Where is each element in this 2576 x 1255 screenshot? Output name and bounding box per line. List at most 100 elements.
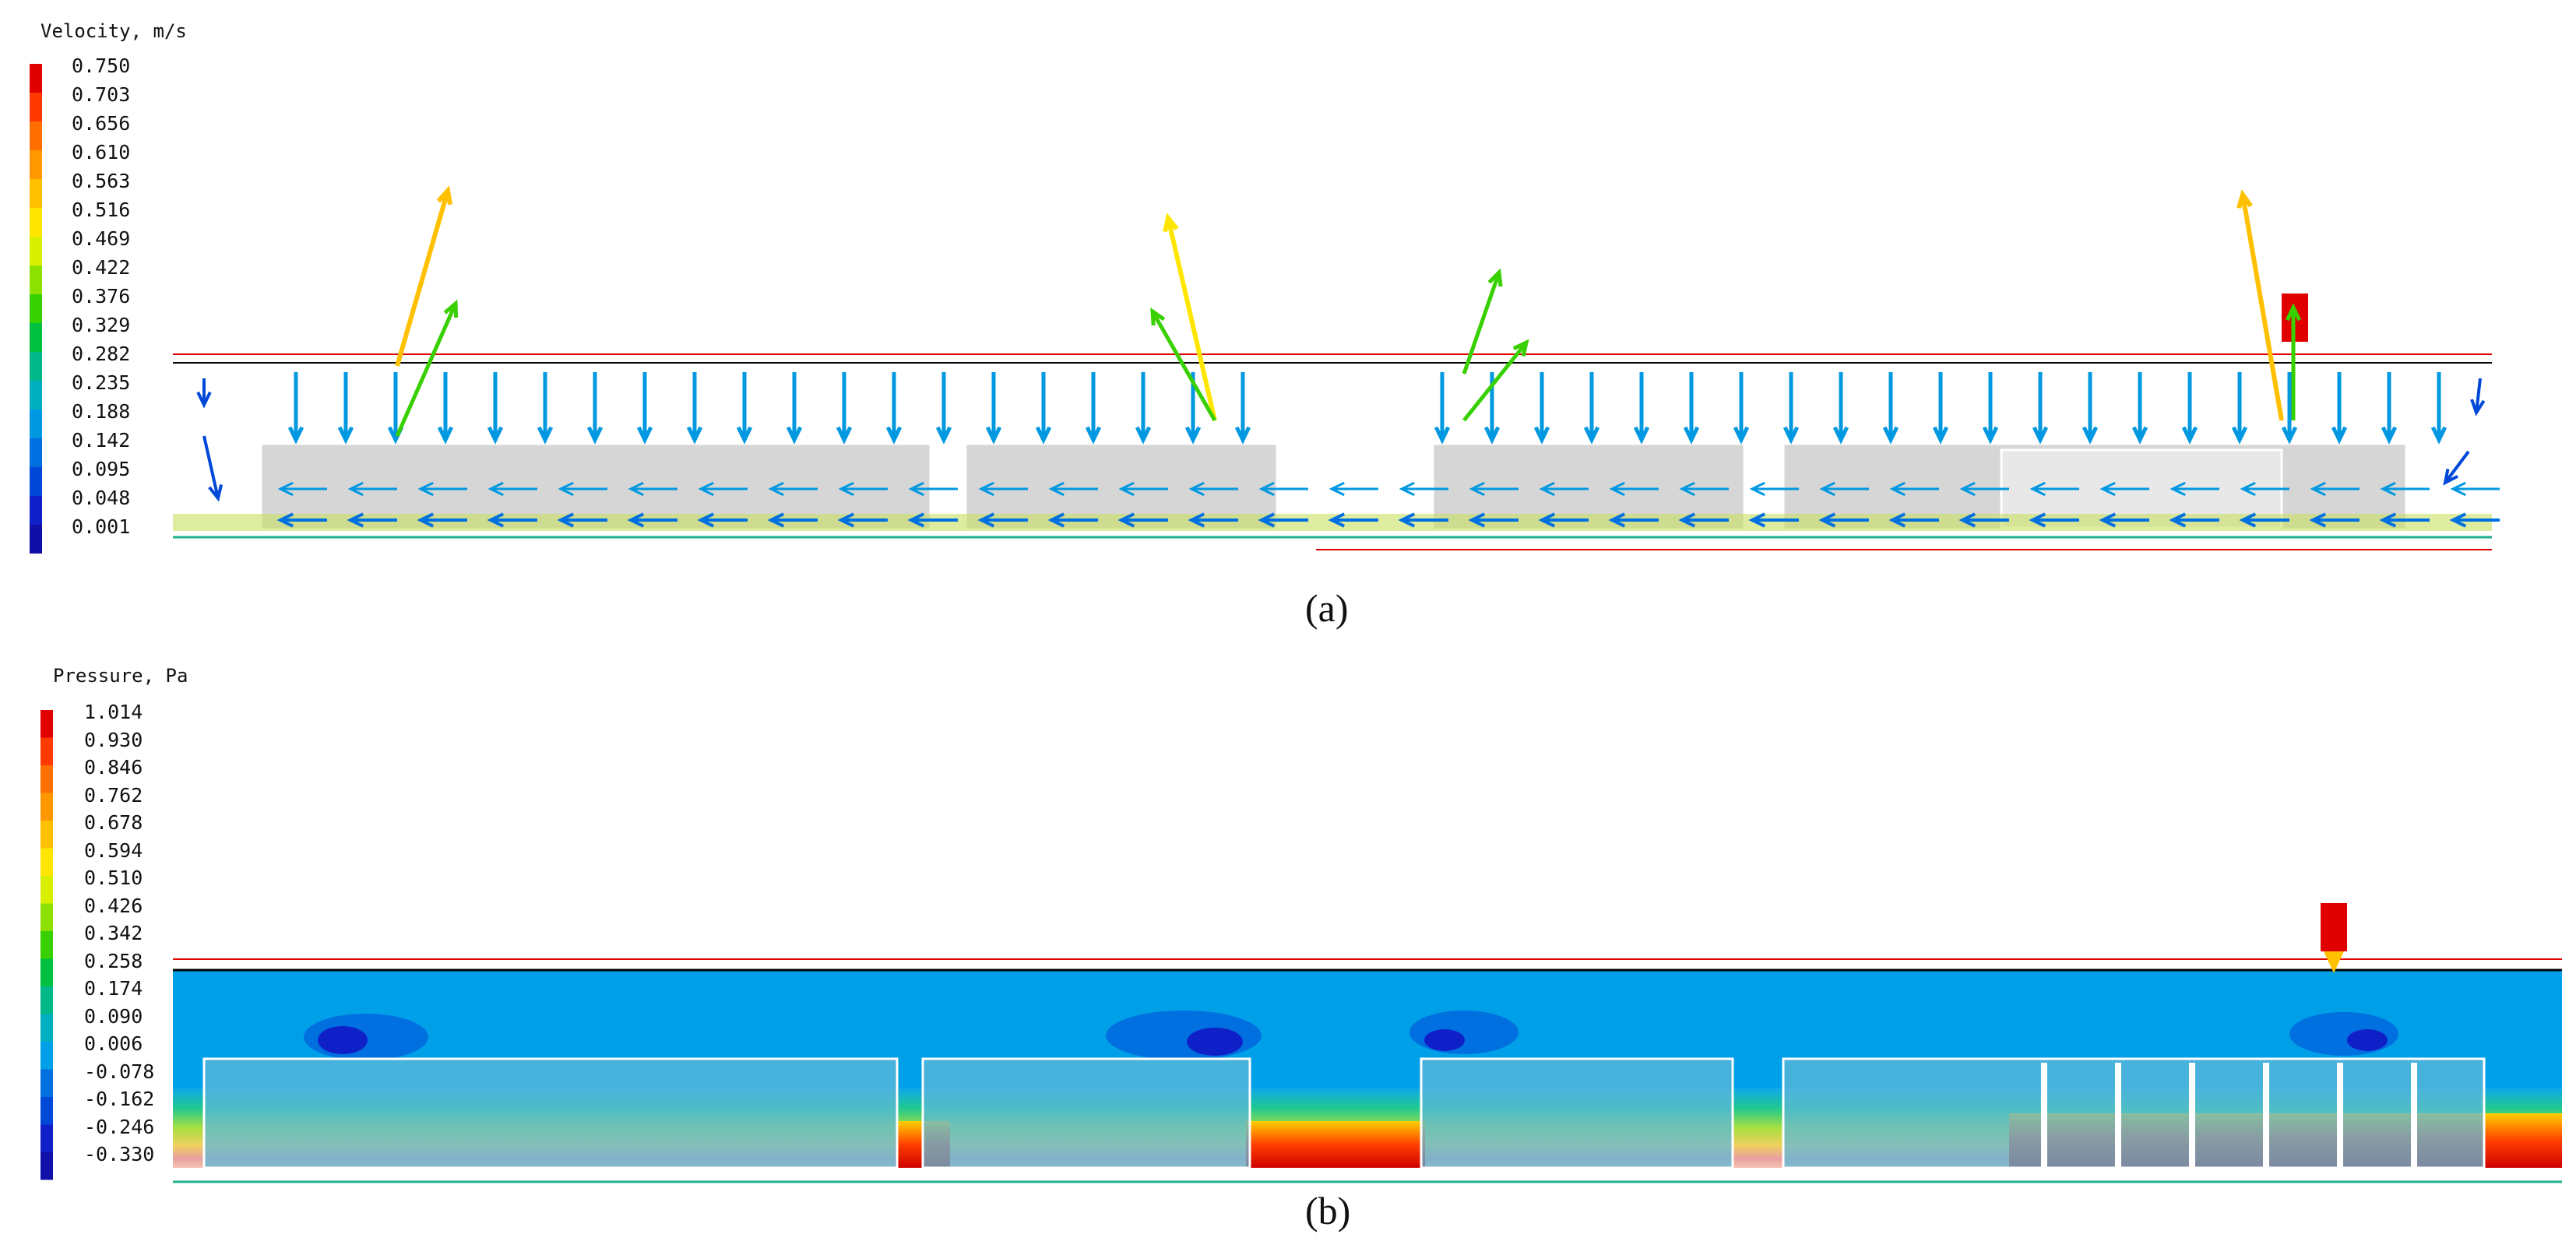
colorbar-swatch: [30, 381, 42, 410]
velocity-arrowhead: [2240, 481, 2256, 497]
velocity-arrowhead: [1117, 512, 1135, 528]
velocity-arrowhead: [2443, 468, 2458, 486]
legend-tick-label: 0.610: [72, 141, 131, 163]
velocity-arrowhead: [443, 299, 459, 318]
legend-tick-label: 0.142: [72, 429, 131, 452]
hot-zone-2: [1246, 1121, 1425, 1168]
pressure-panel: Pressure, Pa: [0, 646, 2576, 1255]
legend-tick-label: 0.090: [84, 1004, 143, 1028]
velocity-arrowhead: [908, 481, 924, 497]
velocity-arrowhead: [2029, 512, 2046, 528]
velocity-arrowhead: [1888, 512, 1906, 528]
colorbar-swatch: [30, 150, 42, 179]
velocity-arrowhead: [417, 481, 434, 497]
velocity-arrowhead: [697, 512, 715, 528]
velocity-arrowhead: [1608, 512, 1626, 528]
velocity-arrowhead: [487, 481, 504, 497]
velocity-arrowhead: [837, 512, 855, 528]
colorbar-swatch: [40, 1014, 53, 1042]
colorbar-swatch: [30, 410, 42, 438]
velocity-arrow: [2444, 450, 2470, 484]
velocity-vectors: [196, 185, 2500, 528]
velocity-arrowhead: [1434, 426, 1451, 445]
velocity-arrowhead: [2379, 512, 2397, 528]
velocity-arrowhead: [1982, 426, 1999, 445]
legend-tick-label: 0.282: [72, 343, 131, 365]
velocity-arrowhead: [1184, 426, 1202, 445]
legend-tick-label: 0.001: [72, 515, 131, 538]
pressure-legend-title: Pressure, Pa: [53, 665, 188, 687]
panel-b-caption: (b): [1305, 1189, 1351, 1232]
pressure-equipment: [202, 1057, 2486, 1169]
colorbar-swatch: [30, 93, 42, 121]
velocity-arrowhead: [907, 512, 925, 528]
velocity-arrowhead: [1683, 426, 1700, 445]
velocity-arrowhead: [2380, 481, 2396, 497]
velocity-arrow: [1462, 341, 1528, 422]
velocity-arrowhead: [277, 481, 294, 497]
velocity-arrowhead: [1399, 481, 1415, 497]
legend-tick-label: 0.258: [84, 949, 143, 972]
velocity-arrowhead: [1487, 268, 1503, 287]
velocity-arrowhead: [768, 481, 784, 497]
velocity-arrowhead: [2381, 426, 2398, 445]
colorbar-swatch: [30, 496, 42, 525]
colorbar-swatch: [30, 208, 42, 237]
velocity-arrowhead: [1258, 481, 1275, 497]
legend-tick-label: -0.330: [84, 1143, 155, 1165]
velocity-arrowhead: [1889, 481, 1906, 497]
colorbar-swatch: [30, 352, 42, 381]
velocity-arrowhead: [2170, 481, 2186, 497]
velocity-legend-title: Velocity, m/s: [40, 20, 187, 42]
velocity-arrowhead: [417, 512, 435, 528]
legend-tick-label: 1.014: [84, 701, 143, 723]
colorbar-swatch: [40, 958, 53, 986]
legend-tick-label: 0.510: [84, 867, 143, 889]
velocity-arrowhead: [1538, 512, 1556, 528]
velocity-arrowhead: [1749, 481, 1765, 497]
velocity-arrowhead: [1328, 481, 1345, 497]
velocity-arrowhead: [2099, 481, 2116, 497]
colorbar-swatch: [40, 1097, 53, 1125]
colorbar-swatch: [40, 737, 53, 765]
velocity-arrow: [202, 435, 220, 499]
colorbar-swatch: [30, 265, 42, 294]
velocity-arrowhead: [487, 512, 505, 528]
velocity-arrowhead: [935, 426, 952, 445]
velocity-arrowhead: [586, 426, 604, 445]
velocity-arrowhead: [1609, 481, 1625, 497]
legend-tick-label: -0.246: [84, 1115, 155, 1138]
velocity-arrowhead: [698, 481, 714, 497]
velocity-arrowhead: [2239, 512, 2257, 528]
velocity-arrowhead: [1512, 339, 1529, 357]
velocity-arrowhead: [1188, 481, 1205, 497]
velocity-arrowhead: [836, 426, 853, 445]
velocity-arrowhead: [208, 484, 223, 502]
velocity-arrowhead: [985, 426, 1002, 445]
colorbar-swatch: [40, 931, 53, 959]
colorbar-swatch: [30, 121, 42, 150]
velocity-arrowhead: [1035, 426, 1052, 445]
diffuser-jet: [2324, 951, 2344, 973]
velocity-arrowhead: [2032, 426, 2049, 445]
legend-tick-label: 0.422: [72, 256, 131, 279]
velocity-arrowhead: [1085, 426, 1102, 445]
velocity-arrowhead: [1163, 213, 1179, 233]
colorbar-swatch: [30, 438, 42, 467]
velocity-arrowhead: [2181, 426, 2198, 445]
colorbar-swatch: [40, 848, 53, 876]
velocity-arrowhead: [1633, 426, 1650, 445]
legend-tick-label: 0.376: [72, 285, 131, 308]
velocity-arrowhead: [1234, 426, 1251, 445]
velocity-arrowhead: [2470, 399, 2486, 417]
velocity-arrowhead: [1135, 426, 1152, 445]
velocity-arrow: [1150, 310, 1217, 422]
velocity-arrowhead: [1748, 512, 1766, 528]
legend-tick-label: 0.678: [84, 811, 143, 834]
velocity-arrowhead: [487, 426, 504, 445]
velocity-arrowhead: [1958, 512, 1976, 528]
velocity-arrowhead: [1150, 308, 1166, 326]
velocity-arrowhead: [1483, 426, 1501, 445]
velocity-arrowhead: [1819, 481, 1835, 497]
velocity-arrowhead: [557, 512, 575, 528]
